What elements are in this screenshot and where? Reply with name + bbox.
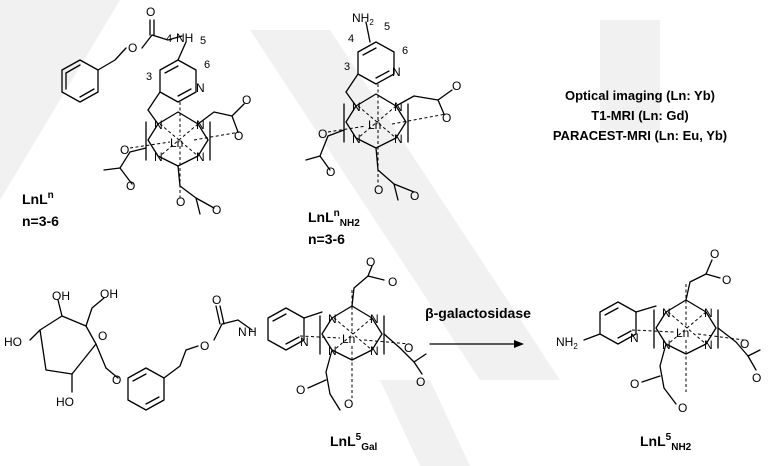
atom-n: N xyxy=(394,132,403,146)
label-t1-mri: T1-MRI (Ln: Gd) xyxy=(591,108,688,123)
atom-ho: HO xyxy=(4,335,22,349)
atom-n: N xyxy=(328,312,337,326)
atom-ln: Ln xyxy=(676,326,689,340)
atom-labels: O O NH N N N N N Ln O O O O O O 4 5 6 3 … xyxy=(4,5,761,415)
atom-nh2: NH2 xyxy=(556,335,578,351)
label-optical-imaging: Optical imaging (Ln: Yb) xyxy=(565,88,715,103)
atom-o: O xyxy=(120,143,129,157)
atom-ln: Ln xyxy=(170,136,183,150)
label-paracest-mri: PARACEST-MRI (Ln: Eu, Yb) xyxy=(553,128,727,143)
watermark-shapes xyxy=(0,0,660,466)
molecule-gal xyxy=(29,265,427,411)
position-4: 4 xyxy=(348,33,354,45)
atom-h: H xyxy=(248,325,257,339)
compound-gal: LnL5Gal xyxy=(330,432,378,453)
atom-o: O xyxy=(176,195,185,209)
atom-n: N xyxy=(630,331,639,345)
atom-o: O xyxy=(722,273,731,287)
atom-n: N xyxy=(704,306,713,320)
atom-o: O xyxy=(710,247,719,261)
molecule-lnln xyxy=(61,19,245,215)
atom-o: O xyxy=(752,371,761,385)
atom-o: O xyxy=(630,377,639,391)
atom-n: N xyxy=(662,338,671,352)
atom-o: O xyxy=(366,255,375,269)
compound-lnln-nh2: LnLnNH2 xyxy=(308,208,360,229)
position-6: 6 xyxy=(402,45,408,57)
position-5: 5 xyxy=(384,21,390,33)
atom-o: O xyxy=(146,5,155,19)
atom-n: N xyxy=(154,118,163,132)
atom-ln: Ln xyxy=(342,332,355,346)
atom-o: O xyxy=(452,79,461,93)
atom-o: O xyxy=(296,383,305,397)
reaction-enzyme-label: β-galactosidase xyxy=(425,305,531,321)
atom-n: N xyxy=(196,81,205,95)
atom-o: O xyxy=(126,179,135,193)
atom-o: O xyxy=(374,183,383,197)
compound-lnln-range: n=3-6 xyxy=(22,213,59,229)
atom-ho: HO xyxy=(56,395,74,409)
atom-ln: Ln xyxy=(368,118,381,132)
atom-o: O xyxy=(410,189,419,203)
atom-n: N xyxy=(154,150,163,164)
atom-n: N xyxy=(352,100,361,114)
atom-o: O xyxy=(740,337,749,351)
atom-o: O xyxy=(416,375,425,389)
atom-n: N xyxy=(662,306,671,320)
side-labels: Optical imaging (Ln: Yb) T1-MRI (Ln: Gd)… xyxy=(553,88,727,143)
atom-n: N xyxy=(392,65,401,79)
compound-lnln: LnLn xyxy=(22,190,54,207)
atom-nh2: NH2 xyxy=(352,11,374,27)
atom-n: N xyxy=(238,325,247,339)
atom-o: O xyxy=(234,129,243,143)
position-3: 3 xyxy=(146,71,152,83)
atom-o: O xyxy=(678,401,687,415)
atom-o: O xyxy=(242,93,251,107)
atom-oh: OH xyxy=(100,287,118,301)
atom-n: N xyxy=(394,100,403,114)
atom-o: O xyxy=(212,293,221,307)
atom-nh: NH xyxy=(176,31,193,45)
atom-o: O xyxy=(344,397,353,411)
atom-o: O xyxy=(442,111,451,125)
position-5: 5 xyxy=(200,35,206,47)
molecule-nh2-product xyxy=(583,259,761,405)
atom-o: O xyxy=(388,275,397,289)
atom-oh: OH xyxy=(52,289,70,303)
compound-labels: LnLn n=3-6 LnLnNH2 n=3-6 LnL5Gal LnL5NH2 xyxy=(22,190,692,453)
atom-o: O xyxy=(212,203,221,217)
atom-o: O xyxy=(200,339,209,353)
compound-lnln-nh2-range: n=3-6 xyxy=(308,231,345,247)
atom-n: N xyxy=(370,344,379,358)
atom-n: N xyxy=(352,132,361,146)
atom-n: N xyxy=(196,118,205,132)
position-4: 4 xyxy=(166,33,172,45)
atom-o: O xyxy=(128,41,137,55)
atom-o: O xyxy=(318,127,327,141)
position-3: 3 xyxy=(344,61,350,73)
atom-n: N xyxy=(300,335,309,349)
atom-n: N xyxy=(328,344,337,358)
atom-n: N xyxy=(704,338,713,352)
reaction-arrow xyxy=(429,340,524,348)
atom-o: O xyxy=(112,373,121,387)
atom-n: N xyxy=(196,150,205,164)
atom-o: O xyxy=(404,341,413,355)
compound-nh2-product: LnL5NH2 xyxy=(640,432,692,453)
position-6: 6 xyxy=(204,59,210,71)
atom-o: O xyxy=(326,165,335,179)
atom-o: O xyxy=(98,329,107,343)
atom-n: N xyxy=(370,312,379,326)
molecule-lnln-nh2 xyxy=(305,21,453,201)
